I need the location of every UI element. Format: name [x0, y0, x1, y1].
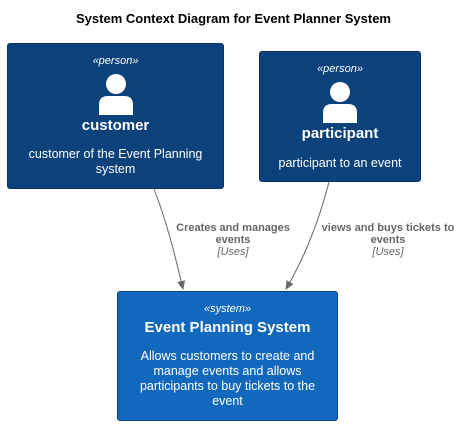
- edge-text: Creates and manages events: [176, 222, 290, 246]
- edge-label-views-buys: views and buys tickets to events [Uses]: [313, 222, 463, 258]
- node-stereotype: «person»: [317, 63, 363, 75]
- diagram-title: System Context Diagram for Event Planner…: [76, 11, 391, 26]
- node-stereotype: «system»: [203, 303, 252, 315]
- person-node-customer[interactable]: «person» customer customer of the Event …: [7, 43, 224, 189]
- person-icon: [98, 74, 133, 115]
- node-name: participant: [301, 125, 379, 142]
- node-name: customer: [81, 117, 150, 134]
- person-icon: [323, 82, 357, 123]
- node-description: customer of the Event Planning system: [28, 147, 203, 176]
- node-description: Allows customers to create and manage ev…: [139, 349, 316, 408]
- node-name: Event Planning System: [144, 319, 311, 336]
- node-description: participant to an event: [278, 156, 402, 170]
- edge-text: views and buys tickets to events: [321, 222, 455, 246]
- person-node-participant[interactable]: «person» participant participant to an e…: [259, 51, 421, 182]
- node-stereotype: «person»: [92, 55, 139, 67]
- edge-technology: [Uses]: [372, 246, 404, 258]
- edge-label-creates-manages: Creates and manages events [Uses]: [162, 222, 304, 258]
- edge-participant-to-system: [285, 181, 330, 290]
- edge-technology: [Uses]: [217, 246, 249, 258]
- system-node-event-planning[interactable]: «system» Event Planning System Allows cu…: [117, 291, 338, 421]
- edge-customer-to-system: [153, 188, 186, 290]
